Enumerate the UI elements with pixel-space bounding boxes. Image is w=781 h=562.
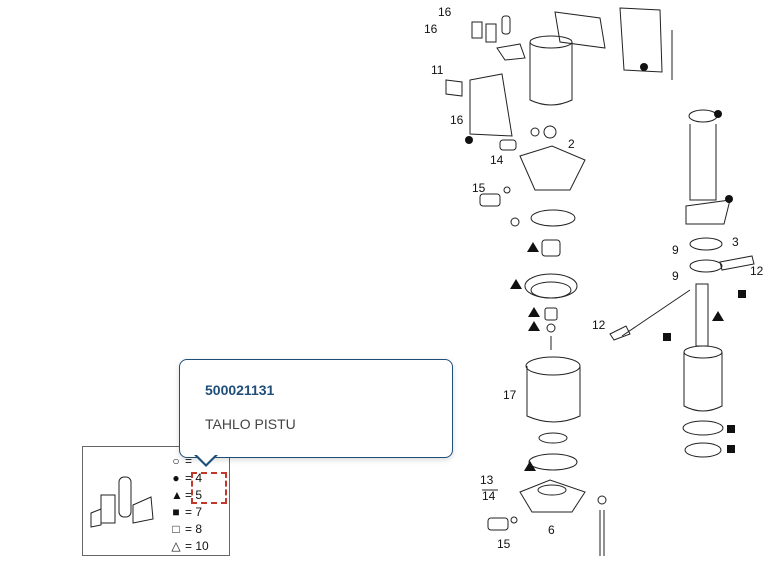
legend-item: ○=: [172, 454, 193, 468]
square-filled-icon: ■: [172, 505, 180, 519]
square-outline-icon: □: [172, 522, 180, 536]
upper-cylinder[interactable]: [529, 42, 573, 106]
legend-item: △= 10: [171, 539, 209, 553]
callout-6: 6: [548, 523, 555, 537]
callout-11: 11: [431, 63, 444, 77]
part-tooltip: 500021131 TAHLO PISTU: [179, 359, 453, 458]
legend-item: ■= 7: [172, 505, 203, 519]
part-16a[interactable]: [471, 21, 483, 39]
part-16b[interactable]: [485, 23, 497, 43]
callout-16b: 16: [424, 22, 438, 36]
bracket-part[interactable]: [469, 73, 513, 137]
callout-2: 2: [568, 137, 575, 151]
circle-filled-icon: ●: [172, 471, 180, 485]
callout-13: 13: [480, 473, 494, 487]
cylinder-17[interactable]: [526, 366, 581, 423]
tooltip-tail-inner: [196, 454, 216, 464]
callout-14: 14: [490, 153, 504, 167]
right-shaft[interactable]: [689, 124, 717, 201]
callout-9b: 9: [672, 269, 679, 283]
tooltip-part-number[interactable]: 500021131: [205, 382, 275, 398]
legend-kit-illustration: [90, 476, 154, 528]
callout-15b: 15: [497, 537, 511, 551]
cover-plate-2[interactable]: [519, 145, 586, 191]
legend-highlight: [191, 472, 227, 504]
legend-list: ○= ●= 4 ▲= 5 ■= 7 □= 8 △= 10: [171, 453, 209, 555]
base-6[interactable]: [519, 479, 586, 513]
callout-15: 15: [472, 181, 486, 195]
triangle-outline-icon: △: [171, 539, 181, 553]
tooltip-part-name: TAHLO PISTU: [205, 416, 296, 432]
bolt-15[interactable]: [479, 193, 501, 207]
lever-part[interactable]: [496, 43, 526, 61]
callout-12a: 12: [750, 264, 764, 278]
callout-16c: 16: [450, 113, 464, 127]
callout-16a: 16: [438, 5, 452, 19]
o-ring[interactable]: [530, 209, 576, 227]
legend-item: ●= 4: [172, 471, 203, 485]
legend-item: □= 8: [172, 522, 203, 536]
callout-17: 17: [503, 388, 517, 402]
callout-12b: 12: [592, 318, 606, 332]
right-cylinder[interactable]: [683, 352, 723, 412]
callout-14b: 14: [482, 489, 496, 503]
circle-outline-icon: ○: [172, 454, 180, 468]
callout-9a: 9: [672, 243, 679, 257]
callout-3: 3: [732, 235, 739, 249]
legend-item: ▲= 5: [171, 488, 203, 502]
triangle-filled-icon: ▲: [171, 488, 183, 502]
